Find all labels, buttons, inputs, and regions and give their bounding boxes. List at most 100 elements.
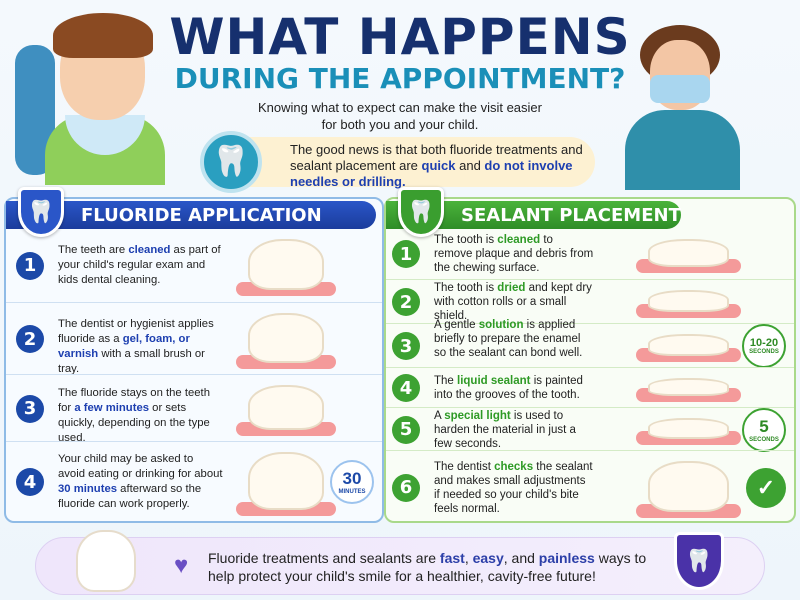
- step-text-part: or sets quickly, depending on the type u…: [58, 402, 210, 444]
- footer-text-part: , and: [503, 550, 539, 566]
- step-number: 1: [392, 240, 420, 268]
- page-title: WHAT HAPPENS: [169, 8, 631, 66]
- footer-text-part: ,: [464, 550, 473, 566]
- step-row: 2 The tooth is dried and kept dry with co…: [386, 279, 794, 323]
- step-highlight: a few minutes: [74, 402, 150, 414]
- step-text-part: The dentist or hygienist applies fluorid…: [58, 317, 214, 345]
- good-news-callout: 🦷 The good news is that both fluoride tr…: [200, 131, 595, 193]
- footer-text-part: Fluoride treatments and sealants are: [208, 550, 440, 566]
- step-text: The dentist or hygienist applies fluorid…: [58, 317, 223, 377]
- shield-tooth-icon: 🦷: [18, 187, 64, 237]
- badge-unit: MINUTES: [338, 489, 366, 495]
- step-text: The teeth are cleaned as part of your ch…: [58, 243, 223, 288]
- page-title-line2: DURING THE APPOINTMENT?: [174, 62, 626, 95]
- step-text-part: afterward so the fluoride can work prope…: [58, 483, 202, 510]
- step-number: 5: [392, 415, 420, 444]
- step-illustration: [236, 235, 336, 296]
- step-text: Your child may be asked to avoid eating …: [58, 452, 223, 512]
- step-illustration: [236, 309, 336, 369]
- step-row: 2 The dentist or hygienist applies fluori…: [6, 302, 382, 377]
- step-text-part: to remove plaque and debris from the che…: [434, 234, 594, 274]
- sealant-title: SEALANT PLACEMENT: [461, 205, 681, 226]
- step-text-part: is used to harden the material in just a…: [434, 409, 576, 450]
- heart-icon: ♥: [174, 552, 189, 579]
- step-illustration: [636, 235, 741, 273]
- step-illustration: [636, 330, 741, 362]
- step-number: 3: [392, 332, 420, 360]
- footer-highlight: easy: [472, 550, 504, 566]
- step-text-part: The tooth is: [434, 282, 498, 294]
- step-text-part: A: [434, 409, 445, 422]
- badge-value: 10-20: [749, 337, 779, 349]
- step-row: 3 The fluoride stays on the teeth for a f…: [6, 374, 382, 444]
- step-illustration: [636, 374, 741, 402]
- step-number: 1: [16, 251, 44, 280]
- footer-highlight: fast: [439, 550, 465, 566]
- step-text: The tooth is cleaned to remove plaque an…: [434, 233, 594, 275]
- badge-value: 5: [759, 416, 769, 436]
- step-highlight: gel, foam, or varnish: [58, 332, 190, 360]
- subtitle: Knowing what to expect can make the visi…: [258, 100, 542, 132]
- step-highlight: cleaned: [497, 234, 541, 246]
- step-text-part: is applied briefly to prepare the enamel…: [434, 319, 583, 359]
- child-illustration: [5, 5, 195, 185]
- step-number: 4: [16, 468, 44, 496]
- step-highlight: solution: [478, 319, 524, 331]
- step-row: 1 The tooth is cleaned to remove plaque a…: [386, 229, 794, 279]
- step-text-part: Your child may be asked to avoid eating …: [58, 453, 223, 480]
- check-circle-icon: ✓: [746, 467, 786, 508]
- step-row: 5 A special light is used to harden the m…: [386, 407, 794, 452]
- step-text: A special light is used to harden the ma…: [434, 409, 594, 451]
- step-row: 4 The liquid sealant is painted into the …: [386, 367, 794, 407]
- step-text-part: A gentle: [434, 319, 479, 331]
- fluoride-header: FLUORIDE APPLICATION: [6, 201, 376, 229]
- step-number: 2: [392, 288, 420, 316]
- step-text-part: and kept dry with cotton rolls or a smal…: [434, 282, 592, 322]
- step-text-part: The teeth are: [58, 244, 129, 256]
- footer-text-part: ways to help protect your child's smile …: [208, 550, 647, 584]
- dentist-illustration: [610, 5, 795, 190]
- step-text-part: the sealant and makes small adjustments …: [434, 460, 593, 515]
- step-number: 2: [16, 325, 44, 353]
- step-illustration: [236, 448, 336, 516]
- step-number: 4: [392, 374, 420, 402]
- step-highlight: cleaned: [128, 244, 171, 256]
- footer-highlight: painless: [538, 550, 595, 566]
- step-highlight: liquid sealant: [457, 375, 531, 387]
- step-text-part: as part of your child's regular exam and…: [58, 244, 221, 286]
- step-text-part: with a small brush or tray.: [58, 347, 205, 375]
- thumbs-up-tooth-illustration: [76, 530, 136, 592]
- step-highlight: checks: [494, 460, 534, 473]
- step-text: The liquid sealant is painted into the g…: [434, 374, 594, 402]
- step-illustration: [636, 414, 741, 445]
- news-text: and: [455, 158, 485, 173]
- step-highlight: special light: [444, 409, 511, 422]
- step-highlight: dried: [497, 282, 526, 294]
- step-number: 6: [392, 473, 420, 502]
- fluoride-panel: FLUORIDE APPLICATION 🦷 1 The teeth are cl…: [4, 187, 384, 523]
- badge-unit: SECONDS: [749, 436, 779, 443]
- step-text-part: The tooth is: [434, 234, 498, 246]
- step-text: The fluoride stays on the teeth for a fe…: [58, 386, 223, 446]
- badge-value: 30: [342, 469, 362, 488]
- step-number: 3: [16, 394, 44, 423]
- step-illustration: [636, 286, 741, 318]
- news-highlight: do not involve needles or drilling.: [290, 158, 573, 189]
- step-row: 4 Your child may be asked to avoid eating…: [6, 441, 382, 521]
- step-row: 1 The teeth are cleaned as part of your c…: [6, 229, 382, 302]
- step-highlight: 30 minutes: [58, 483, 118, 495]
- shield-tooth-icon: 🦷: [398, 187, 444, 237]
- step-text: The tooth is dried and kept dry with cot…: [434, 281, 594, 323]
- step-illustration: [636, 457, 741, 518]
- footer-banner: ♥ Fluoride treatments and sealants are f…: [35, 530, 765, 595]
- tooth-icon: 🦷: [200, 131, 262, 193]
- fluoride-title: FLUORIDE APPLICATION: [81, 205, 322, 226]
- step-text-part: The fluoride stays on the teeth for: [58, 387, 210, 414]
- news-highlight: quick: [421, 158, 456, 173]
- shield-tooth-icon: 🦷: [674, 532, 724, 590]
- step-text-part: The: [434, 375, 458, 387]
